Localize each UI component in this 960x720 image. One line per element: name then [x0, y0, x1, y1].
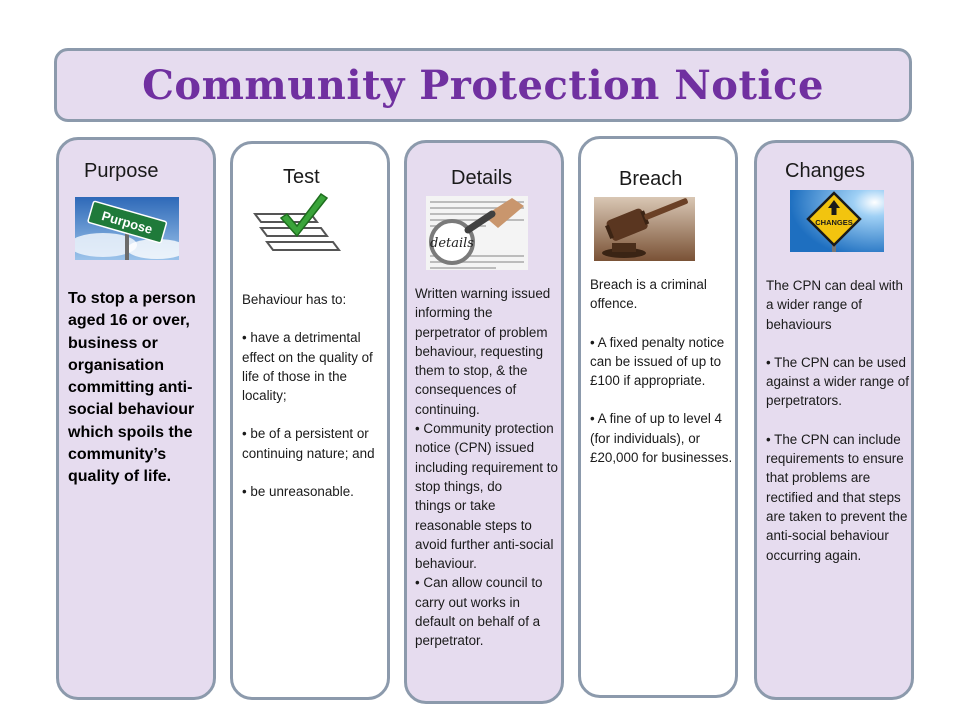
details-image-word: details: [430, 236, 474, 251]
breach-heading: Breach: [619, 168, 683, 190]
details-paragraph: • Can allow council to carry out works i…: [415, 575, 543, 649]
details-paragraph: Written warning issued informing the per…: [415, 286, 551, 359]
test-panel: Test Behaviour has to: • have a detrimen…: [230, 141, 390, 700]
test-heading: Test: [283, 166, 320, 188]
test-bullet: • be of a persistent or continuing natur…: [242, 426, 375, 461]
purpose-panel: Purpose Purpose To stop a person aged 16…: [56, 137, 216, 700]
changes-heading: Changes: [785, 160, 866, 182]
details-body: Written warning issued informing the per…: [415, 284, 561, 651]
details-panel: Details details Written warning issued i…: [404, 140, 564, 704]
test-bullet: • have a detrimental effect on the quali…: [242, 330, 373, 404]
details-heading: Details: [451, 167, 513, 189]
changes-sign-image: CHANGES: [790, 190, 884, 252]
test-body: Behaviour has to: • have a detrimental e…: [242, 290, 386, 501]
breach-bullet: • A fine of up to level 4 (for individua…: [590, 411, 733, 466]
changes-intro: The CPN can deal with a wider range of b…: [766, 278, 903, 332]
breach-body: Breach is a criminal offence. • A fixed …: [590, 275, 734, 467]
test-bullet: • be unreasonable.: [242, 484, 354, 500]
details-paragraph: • Community protection notice (CPN) issu…: [415, 421, 558, 494]
purpose-heading: Purpose: [84, 160, 159, 182]
changes-bullet: • The CPN can include requirements to en…: [766, 431, 908, 563]
changes-body: The CPN can deal with a wider range of b…: [766, 276, 910, 565]
purpose-sign-image: Purpose: [75, 197, 179, 260]
gavel-image: [594, 197, 695, 261]
breach-bullet: • A fixed penalty notice can be issued o…: [590, 334, 725, 389]
changes-panel: Changes CHANGES The CPN can deal with a …: [754, 140, 914, 700]
details-paragraph: them to stop, & the consequences of cont…: [415, 363, 528, 417]
checklist-image: [251, 192, 365, 254]
details-magnifier-image: details: [426, 196, 528, 270]
details-paragraph: things or take reasonable steps to avoid…: [415, 498, 554, 572]
page-title: Community Protection Notice: [142, 61, 824, 109]
title-banner: Community Protection Notice: [54, 48, 912, 122]
breach-intro: Breach is a criminal offence.: [590, 277, 707, 312]
changes-bullet: • The CPN can be used against a wider ra…: [766, 354, 909, 409]
purpose-body: To stop a person aged 16 or over, busine…: [68, 290, 196, 486]
changes-sign-text: CHANGES: [815, 218, 853, 227]
test-intro: Behaviour has to:: [242, 292, 347, 307]
breach-panel: Breach Breach is a criminal offence. • A…: [578, 136, 738, 698]
